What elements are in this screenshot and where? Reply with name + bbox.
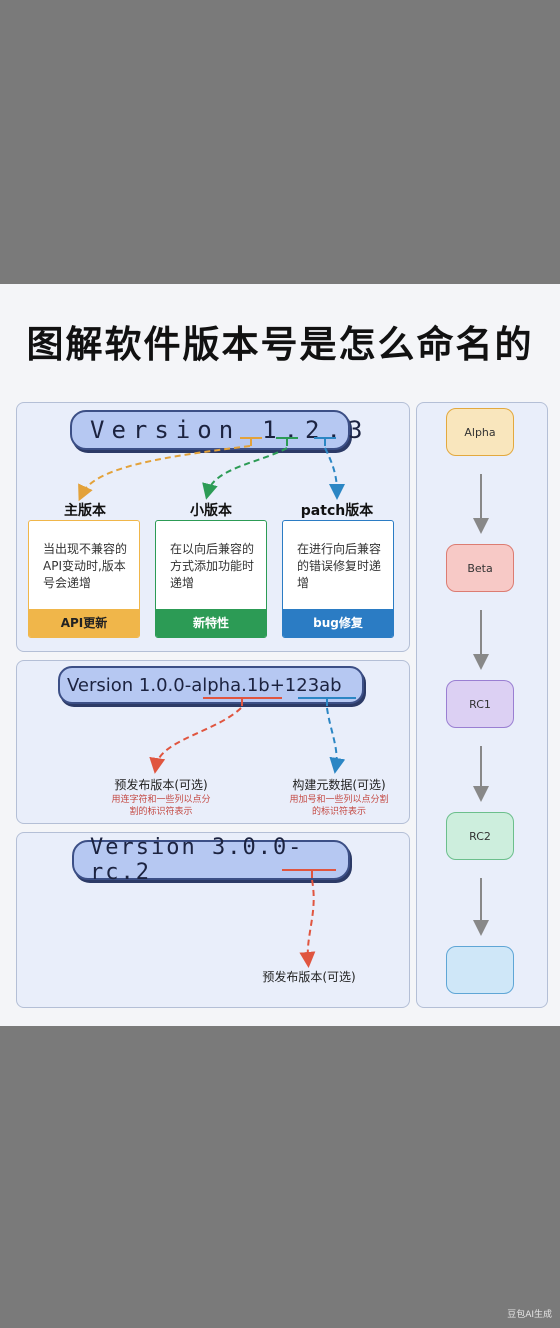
- version-pill-1: Version 1.2.3: [70, 410, 362, 450]
- prerelease-arrow: [149, 707, 242, 774]
- stage-rc2: RC2: [446, 812, 514, 860]
- stage-alpha: Alpha: [446, 408, 514, 456]
- major-card: 当出现不兼容的API变动时,版本号会递增 API更新: [28, 520, 140, 638]
- infographic-sheet: 图解软件版本号是怎么命名的 Version 1.2.3 主版本 小版本 patc…: [0, 284, 560, 1026]
- prerelease-label: 预发布版本(可选): [114, 778, 208, 792]
- major-arrow: [78, 445, 251, 502]
- major-desc: 当出现不兼容的API变动时,版本号会递增: [43, 542, 128, 590]
- watermark: 豆包AI生成: [507, 1310, 552, 1320]
- prerelease-underline: [203, 697, 282, 706]
- patch-desc: 在进行向后兼容的错误修复时递增: [297, 542, 382, 590]
- stage-final: [446, 946, 514, 994]
- minor-footer: 新特性: [156, 609, 266, 637]
- version-prefix: Version: [90, 416, 241, 444]
- prerelease-note: 用连字符和一些列以点分割的标识符表示: [111, 795, 211, 817]
- prerelease-label-2: 预发布版本(可选): [262, 970, 356, 984]
- major-bracket: [240, 437, 262, 446]
- patch-bracket: [314, 437, 336, 446]
- patch-footer: bug修复: [283, 609, 393, 637]
- minor-bracket: [276, 437, 298, 446]
- version-pill-3: Version 3.0.0-rc.2: [72, 835, 350, 885]
- stage-rc1: RC1: [446, 680, 514, 728]
- patch-card: 在进行向后兼容的错误修复时递增 bug修复: [282, 520, 394, 638]
- connector-overlay: [78, 437, 489, 968]
- rc-arrow: [299, 879, 316, 968]
- patch-title: patch版本: [300, 503, 374, 519]
- stage-beta: Beta: [446, 544, 514, 592]
- major-footer: API更新: [29, 609, 139, 637]
- build-arrow: [326, 707, 346, 774]
- minor-title: 小版本: [190, 503, 232, 519]
- build-label: 构建元数据(可选): [292, 778, 386, 792]
- build-underline: [298, 697, 356, 706]
- minor-card: 在以向后兼容的方式添加功能时递增 新特性: [155, 520, 267, 638]
- version-number: 1.2.3: [262, 416, 370, 444]
- rc-underline: [282, 869, 336, 878]
- page-title: 图解软件版本号是怎么命名的: [26, 323, 534, 366]
- major-title: 主版本: [64, 503, 106, 519]
- minor-arrow: [202, 447, 288, 500]
- patch-arrow: [324, 447, 345, 500]
- minor-desc: 在以向后兼容的方式添加功能时递增: [170, 542, 255, 590]
- build-note: 用加号和一些列以点分割的标识符表示: [289, 795, 389, 817]
